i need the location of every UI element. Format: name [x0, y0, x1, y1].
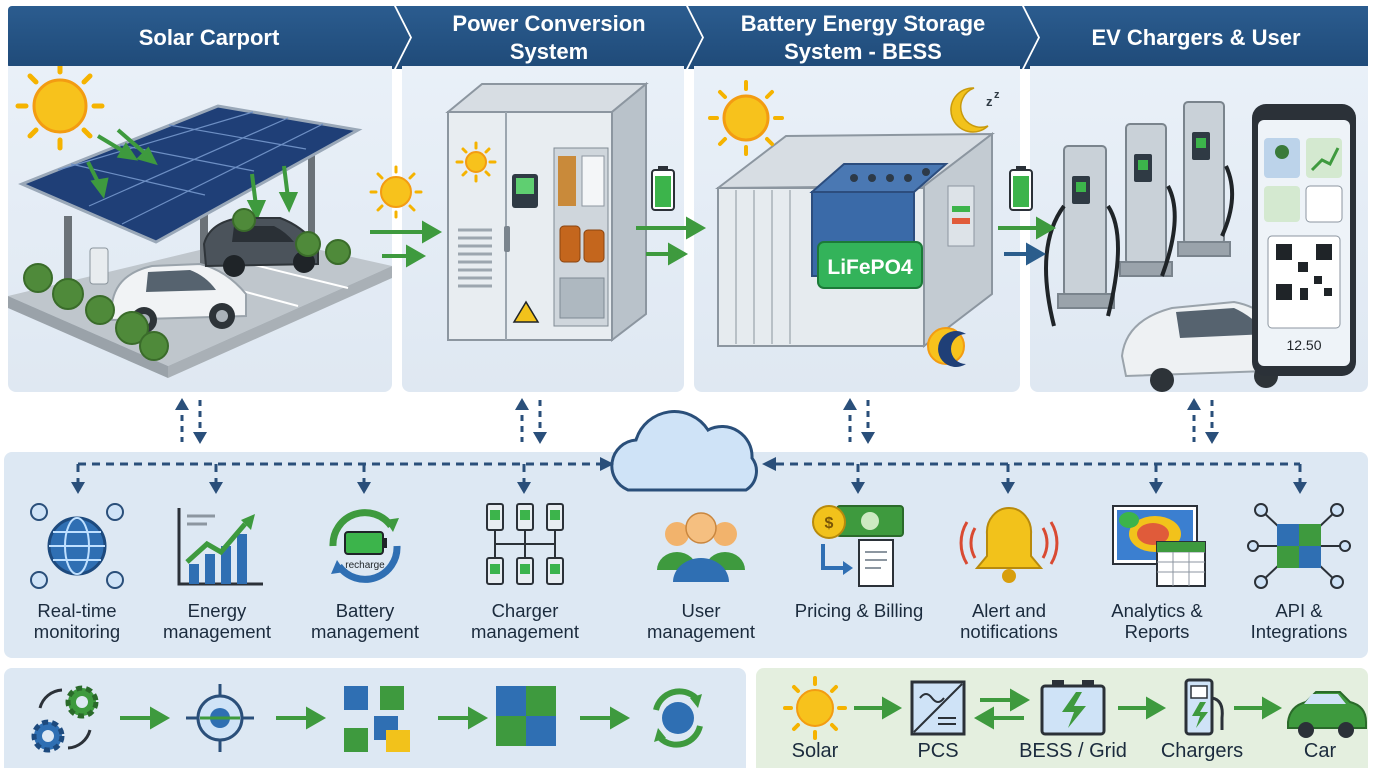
bess-battery-icon [1040, 680, 1106, 736]
globe-network-icon [30, 503, 124, 589]
feature-label: Analytics & Reports [1111, 600, 1203, 642]
app-amount: 12.50 [1286, 337, 1321, 353]
growth-chart-icon [177, 508, 263, 586]
charger-icon [1184, 678, 1224, 736]
svg-text:$: $ [825, 515, 834, 532]
recharge-text: recharge [345, 560, 385, 571]
energy-flow-strip [756, 668, 1368, 768]
feature-label: Real-time monitoring [33, 600, 121, 642]
feature-battery-management: recharge Battery management [290, 498, 440, 648]
feature-label: Charger management [471, 600, 579, 642]
feature-label: User management [647, 600, 755, 642]
puzzle-pieces-icon [344, 686, 410, 752]
money-invoice-icon: $ [812, 505, 904, 587]
feature-alerts: Alert and notifications [934, 498, 1084, 648]
feature-pricing-billing: $ Pricing & Billing [784, 498, 934, 648]
gears-icon [31, 685, 99, 753]
feature-charger-management: Charger management [450, 498, 600, 648]
ev-chargers-panel: 12.50 [1030, 66, 1368, 392]
feature-analytics: Analytics & Reports [1082, 498, 1232, 648]
heatmap-report-icon [1112, 505, 1206, 587]
battery-recharge-icon: recharge [329, 509, 401, 583]
car-icon [1287, 691, 1367, 738]
solar-carport-panel [8, 66, 392, 392]
cycle-globe-icon [653, 688, 703, 748]
flow-label-solar: Solar [791, 740, 839, 762]
feature-label: Battery management [311, 600, 419, 642]
flow-label-bess-grid: BESS / Grid [1019, 740, 1127, 762]
flow-label-chargers: Chargers [1160, 740, 1244, 762]
flow-label-car: Car [1303, 740, 1337, 762]
header-bess: Battery Energy Storage System - BESS [688, 6, 1038, 69]
cloud-distribution-lines [71, 410, 1307, 494]
puzzle-network-icon [1247, 503, 1351, 589]
feature-label: Alert and notifications [960, 600, 1058, 642]
bell-icon [959, 506, 1059, 583]
pcs-icon [910, 680, 966, 736]
feature-label: API & Integrations [1250, 600, 1348, 642]
flow-label-pcs: PCS [917, 740, 959, 762]
feature-api-integrations: API & Integrations [1224, 498, 1374, 648]
integration-process-strip [4, 668, 746, 768]
cloud-icon [610, 410, 758, 492]
bess-panel: LiFePO4 z z [694, 66, 1020, 392]
power-conversion-panel [402, 66, 684, 392]
feature-realtime-monitoring: Real-time monitoring [2, 498, 152, 648]
svg-text:z: z [994, 89, 1000, 101]
users-icon [657, 512, 745, 582]
header-solar-carport: Solar Carport [8, 6, 410, 69]
feature-label: Energy management [163, 600, 271, 642]
stage-connectors [175, 165, 1219, 444]
network-target-icon [186, 684, 254, 752]
feature-energy-management: Energy management [142, 498, 292, 648]
feature-user-management: User management [626, 498, 776, 648]
svg-text:z: z [986, 94, 993, 109]
header-ev-chargers: EV Chargers & User [1024, 6, 1368, 69]
header-power-conversion: Power Conversion System [396, 6, 702, 69]
sun-icon [783, 676, 847, 740]
puzzle-assembled-icon [496, 686, 556, 746]
lifepo4-label: LiFePO4 [827, 256, 913, 279]
feature-label: Pricing & Billing [794, 600, 924, 621]
charger-network-icon [486, 503, 564, 585]
